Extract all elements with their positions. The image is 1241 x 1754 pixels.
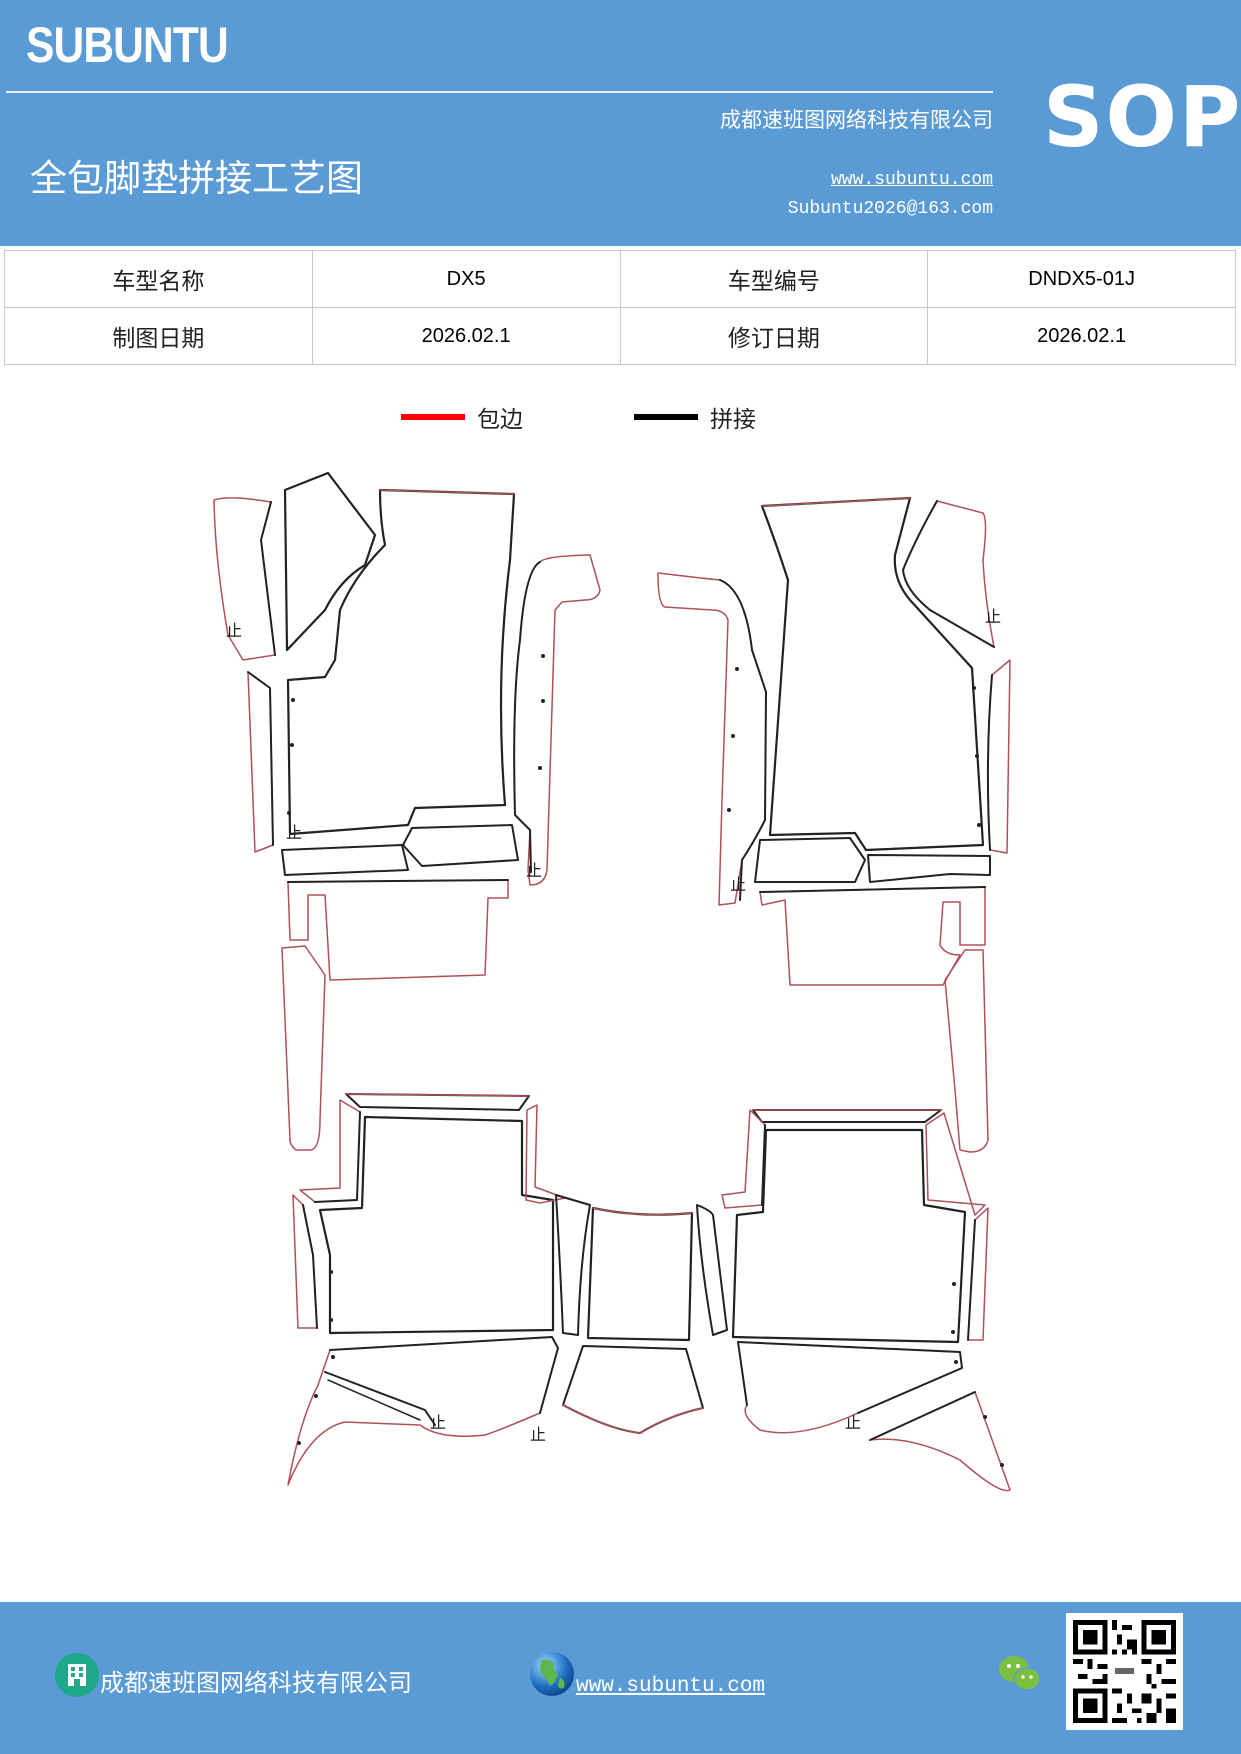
header-banner: SUBUNTU SOP 全包脚垫拼接工艺图 成都速班图网络科技有限公司 www.… bbox=[0, 0, 1241, 246]
svg-text:止: 止 bbox=[226, 621, 242, 640]
globe-icon bbox=[530, 1652, 574, 1696]
footer-company: 成都速班图网络科技有限公司 bbox=[54, 1652, 412, 1698]
svg-text:止: 止 bbox=[286, 823, 302, 842]
front-left-pieces: 止 止 止 bbox=[213, 471, 601, 1151]
vehicle-info-table: 车型名称 DX5 车型编号 DNDX5-01J 制图日期 2026.02.1 修… bbox=[4, 250, 1236, 365]
svg-text:止: 止 bbox=[530, 1425, 546, 1444]
table-row: 制图日期 2026.02.1 修订日期 2026.02.1 bbox=[4, 307, 1236, 365]
building-icon bbox=[55, 1653, 99, 1697]
revision-date-value: 2026.02.1 bbox=[927, 307, 1236, 365]
svg-text:止: 止 bbox=[526, 861, 542, 880]
email-address: Subuntu2026@163.com bbox=[787, 199, 993, 219]
header-divider bbox=[6, 91, 993, 93]
sop-badge: SOP bbox=[1043, 68, 1241, 166]
qr-code[interactable] bbox=[1066, 1613, 1183, 1730]
footer-banner: 成都速班图网络科技有限公司 www.subuntu.com bbox=[0, 1602, 1241, 1754]
drawing-date-value: 2026.02.1 bbox=[311, 307, 621, 365]
footer-website-link[interactable]: www.subuntu.com bbox=[576, 1675, 766, 1698]
legend-label: 包边 bbox=[477, 407, 523, 433]
page-title: 全包脚垫拼接工艺图 bbox=[30, 157, 363, 200]
svg-text:止: 止 bbox=[985, 607, 1001, 626]
front-right-pieces: 止 止 bbox=[657, 496, 1011, 1153]
svg-text:止: 止 bbox=[845, 1413, 861, 1432]
svg-text:止: 止 bbox=[430, 1413, 446, 1432]
legend-label: 拼接 bbox=[710, 407, 756, 433]
drawing-date-label: 制图日期 bbox=[4, 307, 313, 365]
red-line-swatch bbox=[401, 414, 465, 420]
brand-logo: SUBUNTU bbox=[26, 17, 229, 73]
legend-item-binding: 包边 bbox=[401, 400, 523, 434]
revision-date-label: 修订日期 bbox=[619, 307, 929, 365]
model-name-label: 车型名称 bbox=[4, 250, 313, 308]
legend-item-splice: 拼接 bbox=[634, 400, 756, 434]
footer-company-name: 成都速班图网络科技有限公司 bbox=[100, 1669, 412, 1697]
wechat-icon[interactable] bbox=[997, 1654, 1043, 1694]
model-code-label: 车型编号 bbox=[619, 250, 929, 308]
rear-right-pieces: 止 bbox=[696, 1109, 1011, 1492]
qr-code-pattern bbox=[1073, 1620, 1176, 1723]
svg-text:止: 止 bbox=[730, 875, 746, 894]
table-row: 车型名称 DX5 车型编号 DNDX5-01J bbox=[4, 250, 1236, 308]
black-line-swatch bbox=[634, 414, 698, 420]
website-link[interactable]: www.subuntu.com bbox=[830, 170, 993, 190]
rear-left-pieces: 止 止 bbox=[287, 1093, 591, 1486]
rear-center-pieces bbox=[562, 1206, 704, 1434]
footer-website: www.subuntu.com bbox=[528, 1650, 765, 1698]
model-name-value: DX5 bbox=[311, 250, 621, 308]
legend: 包边 拼接 bbox=[0, 400, 1241, 440]
company-name: 成都速班图网络科技有限公司 bbox=[720, 108, 993, 132]
model-code-value: DNDX5-01J bbox=[927, 250, 1236, 308]
floor-mat-pattern-drawing: 止 止 止 bbox=[213, 471, 1011, 1492]
